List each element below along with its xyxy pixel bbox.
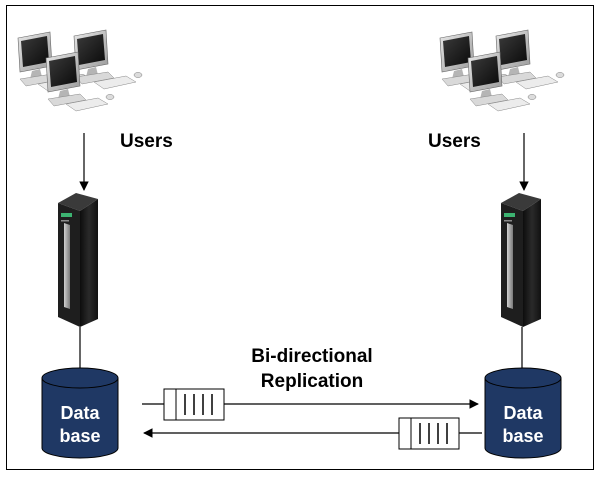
- left-database-label-line1: Data: [60, 403, 100, 423]
- forward-queue-icon: [163, 388, 225, 421]
- right-server-icon: [501, 193, 541, 327]
- left-database-icon: [41, 367, 119, 459]
- right-workstations-icon: [440, 30, 564, 111]
- replication-label-line1: Bi-directional: [251, 346, 372, 367]
- right-database-label-line2: base: [502, 426, 543, 446]
- backward-queue-icon: [398, 417, 460, 450]
- right-database-label-line1: Data: [503, 403, 543, 423]
- right-database-icon: [484, 367, 562, 459]
- left-database-label-line2: base: [59, 426, 100, 446]
- replication-label-line2: Replication: [261, 371, 363, 392]
- right-users-label: Users: [428, 131, 481, 152]
- left-workstations-icon: [18, 30, 142, 111]
- left-server-icon: [58, 193, 98, 327]
- diagram-frame: [6, 5, 594, 470]
- left-users-label: Users: [120, 131, 173, 152]
